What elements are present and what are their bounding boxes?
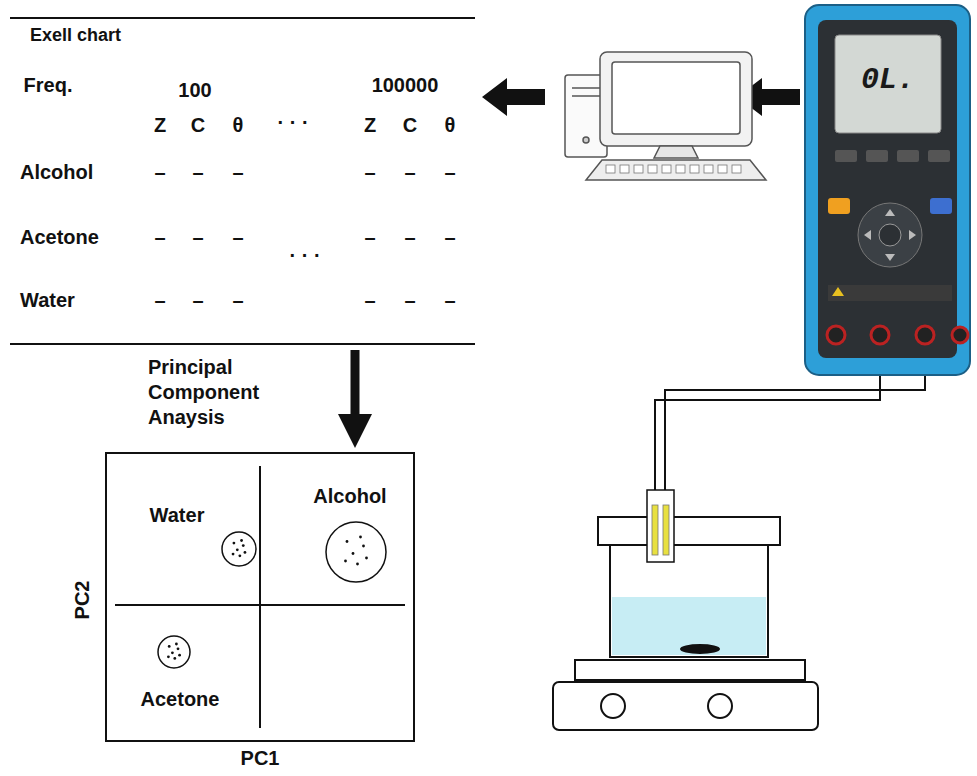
key: [606, 165, 615, 173]
data-point: [236, 548, 239, 551]
data-point: [177, 647, 180, 650]
cluster-circle: Alcohol: [324, 520, 388, 584]
key: [718, 165, 727, 173]
table-cell: –: [364, 289, 375, 312]
flow-arrow: [482, 78, 545, 116]
circle-outline: [324, 520, 388, 584]
data-point: [242, 544, 245, 547]
key: [648, 165, 657, 173]
table-cell: –: [232, 289, 243, 312]
table-cell: –: [444, 289, 455, 312]
cluster-label: Alcohol: [313, 485, 386, 508]
data-point: [171, 651, 174, 654]
data-point: [356, 563, 359, 566]
data-point: [173, 657, 176, 660]
cluster-label: Acetone: [141, 688, 220, 711]
table-cell: –: [192, 161, 203, 184]
table-cell: · · ·: [289, 244, 320, 267]
table-cell: –: [232, 161, 243, 184]
table-cell: –: [192, 226, 203, 249]
column-header: C: [403, 114, 417, 137]
cluster-outline: [326, 522, 386, 582]
computer-icon: [565, 52, 766, 180]
column-header: · · ·: [277, 111, 308, 134]
data-point: [178, 654, 181, 657]
data-point: [232, 553, 235, 556]
connector: [338, 350, 372, 448]
pca-plot: PC2PC1WaterAlcoholAcetone: [105, 452, 415, 742]
axis-label: PC1: [241, 747, 280, 770]
key: [676, 165, 685, 173]
data-point: [362, 545, 365, 548]
column-header: Z: [154, 114, 166, 137]
beaker-setup: [553, 490, 818, 730]
data-point: [359, 536, 362, 539]
cluster-circle: Water: [220, 530, 258, 568]
circle-outline: [156, 634, 192, 670]
row-header: Water: [20, 289, 75, 312]
axis-label: PC2: [71, 581, 94, 620]
table-cell: –: [154, 289, 165, 312]
arrowhead: [338, 414, 372, 448]
quadrant-line: [259, 466, 261, 728]
data-table: Exell chart: [10, 17, 475, 345]
data-point: [365, 557, 368, 560]
data-point: [238, 554, 241, 557]
circle-outline: [220, 530, 258, 568]
display-reading: 0L.: [861, 63, 915, 98]
table-cell: –: [404, 226, 415, 249]
key: [690, 165, 699, 173]
lcr-meter: [805, 5, 970, 375]
table-cell: –: [404, 289, 415, 312]
key: [704, 165, 713, 173]
data-point: [233, 542, 236, 545]
table-cell: –: [444, 161, 455, 184]
data-point: [168, 645, 171, 648]
quadrant-line: [115, 604, 405, 606]
column-header: 100000: [372, 74, 439, 97]
table-title: Exell chart: [30, 25, 121, 46]
data-point: [175, 643, 178, 646]
cluster-outline: [222, 532, 256, 566]
column-header: θ: [445, 114, 456, 137]
cluster-label: Water: [150, 504, 205, 527]
table-cell: –: [364, 161, 375, 184]
table-cell: –: [192, 289, 203, 312]
data-point: [244, 551, 247, 554]
cluster-outline: [158, 636, 190, 668]
table-cell: –: [232, 226, 243, 249]
table-cell: –: [154, 161, 165, 184]
table-cell: –: [404, 161, 415, 184]
key: [662, 165, 671, 173]
data-point: [167, 655, 170, 658]
data-point: [344, 560, 347, 563]
data-point: [352, 552, 355, 555]
key: [620, 165, 629, 173]
column-header: Freq.: [24, 74, 73, 97]
cluster-circle: Acetone: [156, 634, 192, 670]
connector-shaft: [351, 350, 360, 414]
table-cell: –: [444, 226, 455, 249]
column-header: 100: [178, 79, 211, 102]
key: [634, 165, 643, 173]
key: [732, 165, 741, 173]
data-point: [346, 540, 349, 543]
column-header: Z: [364, 114, 376, 137]
data-point: [240, 539, 243, 542]
row-header: Acetone: [20, 226, 99, 249]
edge-label: Principal Component Anaysis: [148, 355, 298, 430]
row-header: Alcohol: [20, 161, 93, 184]
column-header: C: [191, 114, 205, 137]
table-cell: –: [364, 226, 375, 249]
table-cell: –: [154, 226, 165, 249]
column-header: θ: [233, 114, 244, 137]
